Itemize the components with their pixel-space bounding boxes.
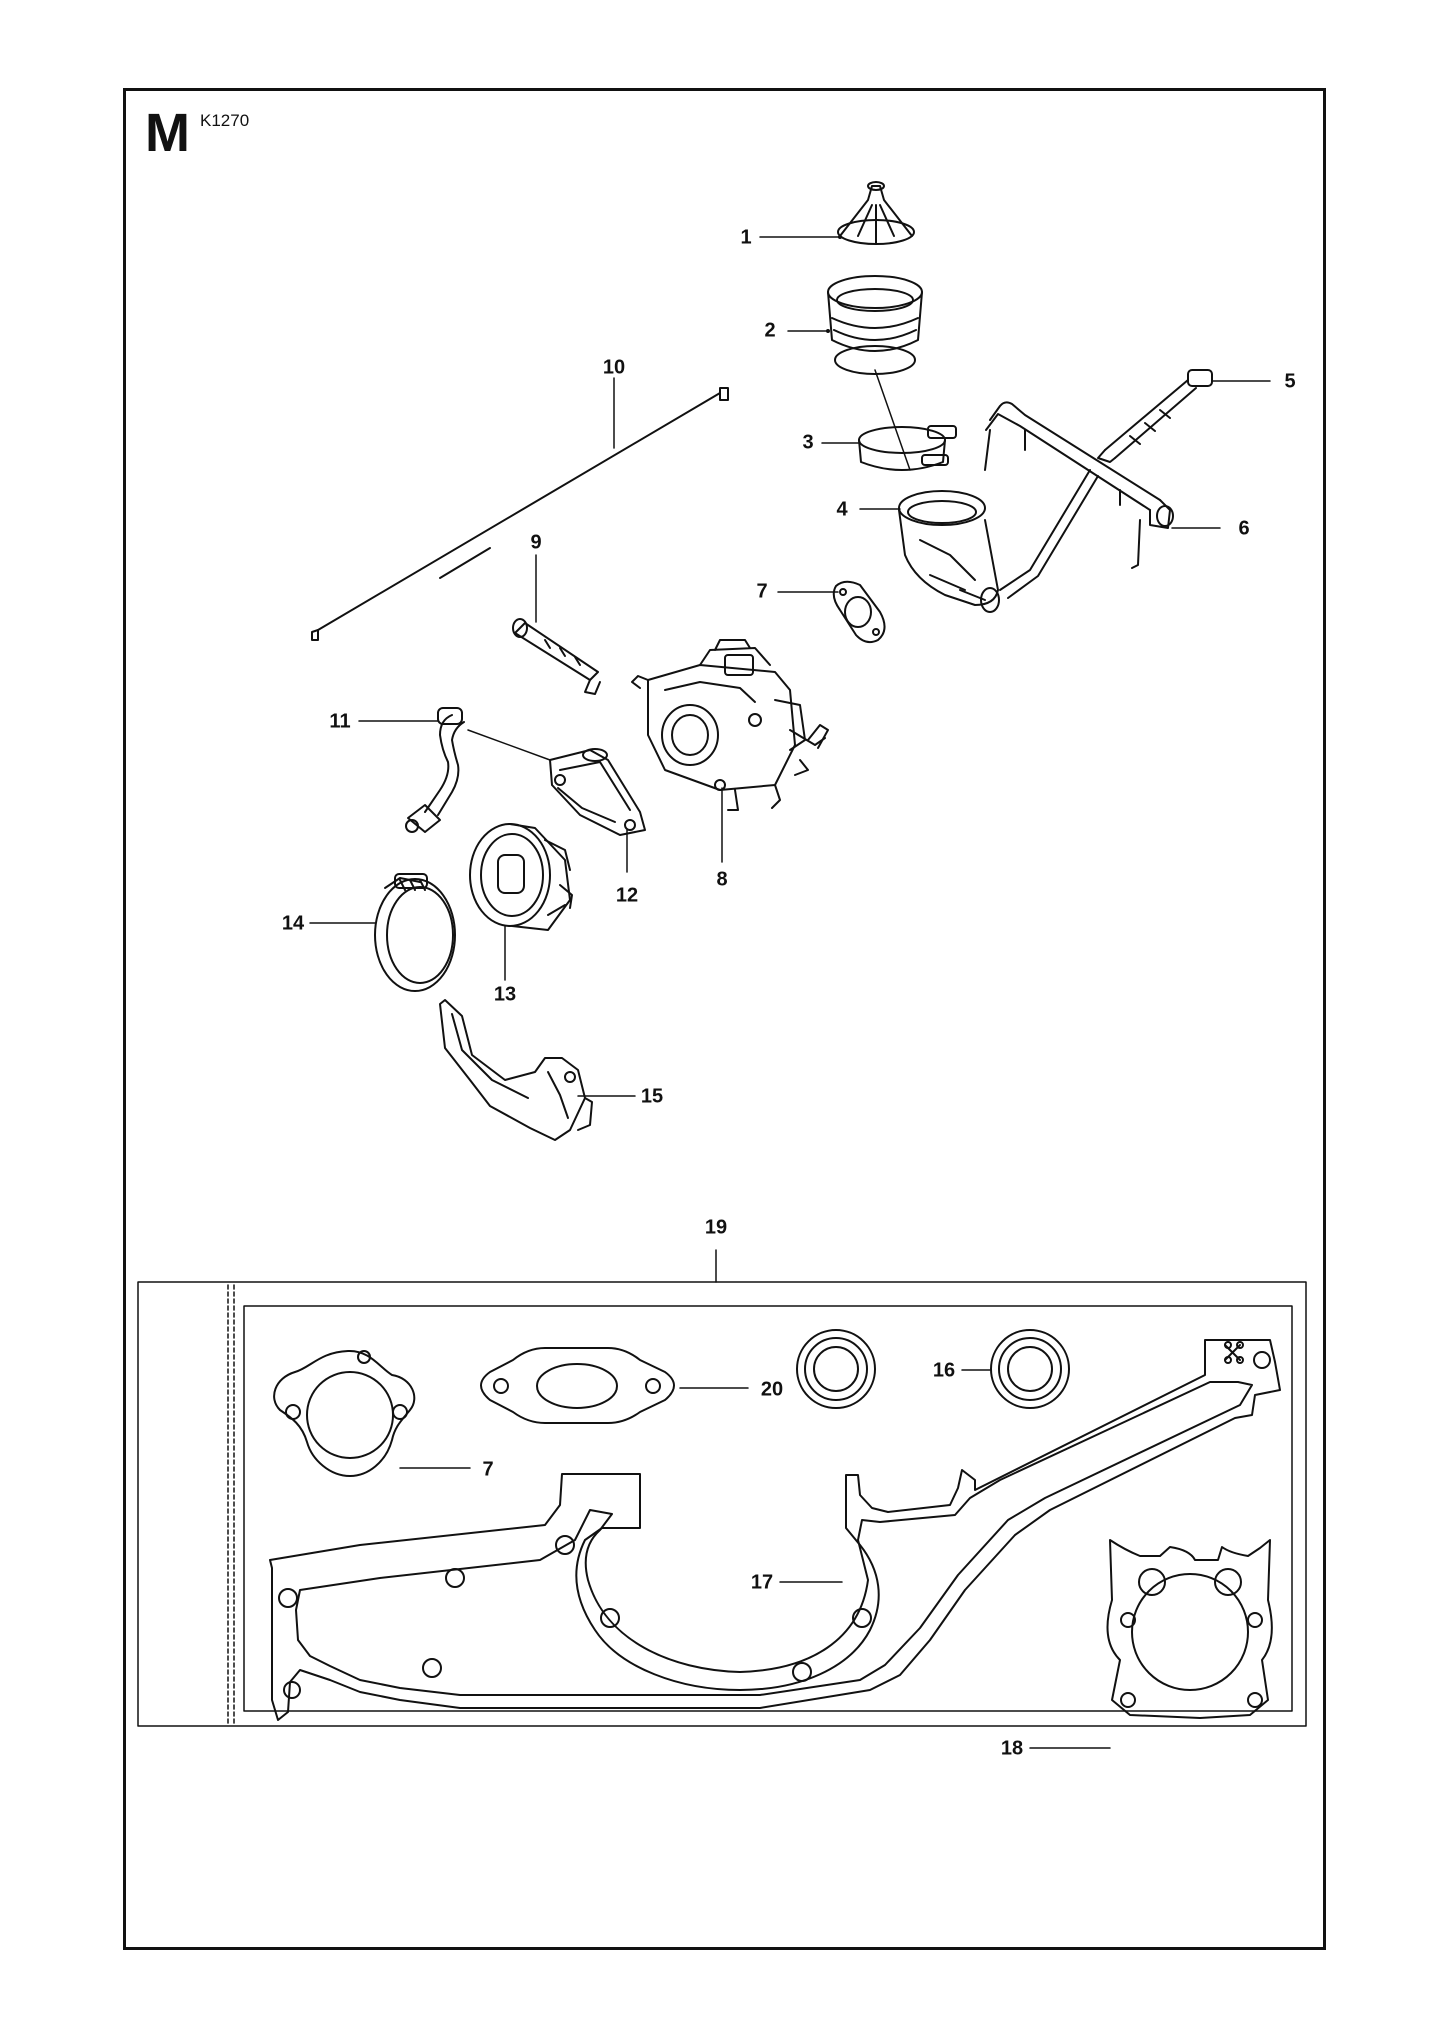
callout-1: 1 <box>740 226 751 248</box>
part-1-filter-cone <box>837 181 915 245</box>
part-11-impulse-hose <box>405 707 465 833</box>
callout-3: 3 <box>802 431 813 453</box>
part-16-seal-ring <box>990 1329 1070 1409</box>
part-14-clamp-ring <box>374 873 456 992</box>
part-5-bolt <box>1097 369 1213 463</box>
part-20-gasket <box>480 1347 675 1424</box>
callout-5: 5 <box>1284 370 1295 392</box>
callout-15: 15 <box>641 1085 663 1107</box>
assembly-line-2-4 <box>874 369 911 471</box>
callout-18: 18 <box>1001 1737 1023 1759</box>
seal-ring-left <box>796 1329 876 1409</box>
callout-4: 4 <box>836 498 848 520</box>
part-10-rod <box>311 387 729 641</box>
callout-14: 14 <box>282 912 305 934</box>
callout-8: 8 <box>716 868 727 890</box>
callout-20: 20 <box>761 1378 783 1400</box>
part-15-bracket <box>439 999 593 1141</box>
sheet-letter: M <box>145 103 190 163</box>
callout-11: 11 <box>329 710 350 732</box>
part-3-hose-clamp <box>858 425 957 471</box>
part-7-gasket-kit <box>273 1349 416 1477</box>
drawing-frame <box>123 88 1326 1950</box>
callout-17: 17 <box>751 1571 773 1593</box>
callout-19: 19 <box>705 1216 727 1238</box>
part-13-carb-boot <box>469 823 573 931</box>
part-4-intake-elbow <box>898 490 1000 613</box>
callout-12: 12 <box>616 884 638 906</box>
part-17-crankcase-gasket <box>269 1339 1281 1721</box>
callout-13: 13 <box>494 983 516 1005</box>
gasket-kit-panel <box>137 1281 1307 1727</box>
sheet-code: K1270 <box>200 111 250 130</box>
leader-dots <box>826 235 842 333</box>
callout-16: 16 <box>933 1359 955 1381</box>
part-6-throttle-linkage <box>984 401 1174 599</box>
part-9-fuel-filter <box>512 618 601 695</box>
part-12-intake-adapter <box>549 748 646 836</box>
callout-2: 2 <box>764 319 775 341</box>
callout-7-lower: 7 <box>482 1458 493 1480</box>
callout-7-upper: 7 <box>756 580 767 602</box>
callout-10: 10 <box>603 356 625 378</box>
leader-lines <box>309 236 1271 1749</box>
part-7-gasket-upper <box>832 580 886 644</box>
part-18-cylinder-gasket <box>1106 1539 1273 1719</box>
callout-6: 6 <box>1238 517 1249 539</box>
callout-9: 9 <box>530 531 541 553</box>
part-8-carburettor <box>631 639 829 811</box>
assembly-line-11-12 <box>467 729 551 761</box>
part-2-intake-bellows <box>827 275 923 375</box>
